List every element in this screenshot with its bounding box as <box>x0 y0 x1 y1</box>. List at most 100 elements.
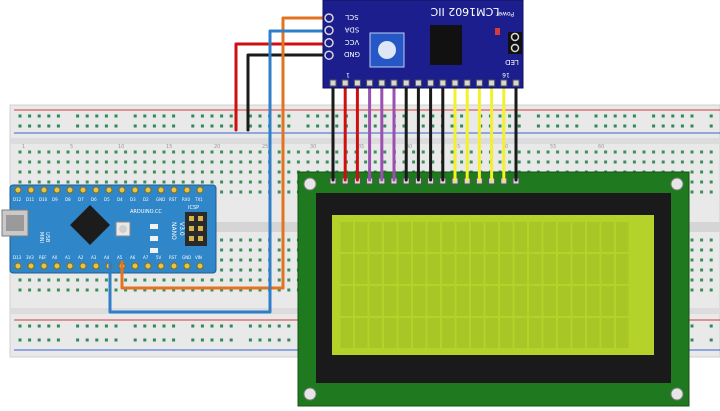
arduino-bottom-pin <box>183 262 191 270</box>
breadboard-hole <box>210 170 214 174</box>
arduino-top-pin <box>66 186 74 194</box>
breadboard-hole <box>210 324 214 328</box>
breadboard-hole <box>402 160 406 164</box>
lcd-character-cell <box>427 318 440 348</box>
lcd-character-cell <box>514 254 527 284</box>
breadboard-hole <box>248 124 252 128</box>
icsp-pins <box>189 216 203 241</box>
breadboard-hole <box>700 150 704 154</box>
breadboard-hole <box>47 288 51 292</box>
breadboard-hole <box>18 338 22 342</box>
breadboard-hole <box>76 278 80 282</box>
breadboard-hole <box>258 258 262 262</box>
breadboard-hole <box>191 180 195 184</box>
lcd-character-cell <box>413 222 426 252</box>
column-number-label: 60 <box>598 144 604 150</box>
breadboard-hole <box>37 180 41 184</box>
breadboard-hole <box>152 338 156 342</box>
i2c-header-pin <box>366 79 374 87</box>
icsp-pin <box>198 226 203 231</box>
breadboard-hole <box>546 160 550 164</box>
breadboard-hole <box>28 114 32 118</box>
lcd-character-cell <box>616 254 629 284</box>
breadboard-hole <box>152 180 156 184</box>
i2c-header-pin <box>500 79 508 87</box>
breadboard-hole <box>498 124 502 128</box>
breadboard-hole <box>248 258 252 262</box>
breadboard-hole <box>162 160 166 164</box>
potentiometer-knob-icon[interactable] <box>378 41 396 59</box>
breadboard-hole <box>210 124 214 128</box>
breadboard-hole <box>287 160 291 164</box>
breadboard-hole <box>709 114 713 118</box>
arduino-bottom-pin-label: A4 <box>104 255 110 260</box>
breadboard-hole <box>277 288 281 292</box>
breadboard-hole <box>152 170 156 174</box>
breadboard-hole <box>104 288 108 292</box>
breadboard-hole <box>56 288 60 292</box>
breadboard-hole <box>690 150 694 154</box>
breadboard-hole <box>95 278 99 282</box>
lcd-character-cell <box>529 254 542 284</box>
breadboard-hole <box>133 180 137 184</box>
breadboard-hole <box>248 288 252 292</box>
reset-button-cap <box>119 225 127 233</box>
breadboard-hole <box>133 278 137 282</box>
breadboard-hole <box>632 114 636 118</box>
breadboard-hole <box>114 288 118 292</box>
breadboard-hole <box>690 190 694 194</box>
lcd-character-cell <box>558 318 571 348</box>
breadboard-hole <box>690 338 694 342</box>
breadboard-hole <box>306 150 310 154</box>
breadboard-hole <box>594 150 598 154</box>
breadboard-hole <box>124 150 128 154</box>
i2c-header-pin <box>512 79 520 87</box>
breadboard-hole <box>364 114 368 118</box>
icsp-header <box>185 212 207 246</box>
breadboard-hole <box>709 268 713 272</box>
lcd-character-cell <box>485 318 498 348</box>
breadboard-hole <box>28 160 32 164</box>
breadboard-hole <box>642 150 646 154</box>
column-number-label: 1 <box>22 144 25 150</box>
led-jumper[interactable] <box>508 32 522 54</box>
breadboard-hole <box>191 278 195 282</box>
column-number-label: 20 <box>214 144 220 150</box>
lcd-character-cell <box>369 254 382 284</box>
lcd-character-cell <box>616 286 629 316</box>
lcd-character-cell <box>456 222 469 252</box>
icsp-pin <box>198 236 203 241</box>
breadboard-hole <box>18 160 22 164</box>
breadboard-hole <box>498 114 502 118</box>
breadboard-hole <box>76 160 80 164</box>
breadboard-hole <box>162 170 166 174</box>
breadboard-hole <box>277 150 281 154</box>
arduino-top-pin <box>40 186 48 194</box>
arduino-label-usb: USB <box>44 232 50 243</box>
breadboard-hole <box>56 170 60 174</box>
arduino-top-pin-label: D12 <box>13 197 22 202</box>
breadboard-hole <box>181 278 185 282</box>
breadboard-hole <box>162 278 166 282</box>
i2c-header-pin <box>488 79 496 87</box>
breadboard-hole <box>229 324 233 328</box>
breadboard-hole <box>287 278 291 282</box>
breadboard-hole <box>316 160 320 164</box>
column-number-label: 35 <box>358 144 364 150</box>
breadboard-hole <box>104 160 108 164</box>
breadboard-hole <box>690 114 694 118</box>
breadboard-hole <box>47 114 51 118</box>
breadboard-hole <box>709 258 713 262</box>
breadboard-hole <box>431 150 435 154</box>
arduino-bottom-pin-label: A3 <box>91 255 97 260</box>
i2c-header-pin <box>353 79 361 87</box>
breadboard-hole <box>239 190 243 194</box>
breadboard-hole <box>229 288 233 292</box>
breadboard-hole <box>680 160 684 164</box>
breadboard-hole <box>220 338 224 342</box>
breadboard-hole <box>95 324 99 328</box>
breadboard-hole <box>642 160 646 164</box>
icsp-pin <box>189 216 194 221</box>
breadboard-hole <box>143 160 147 164</box>
